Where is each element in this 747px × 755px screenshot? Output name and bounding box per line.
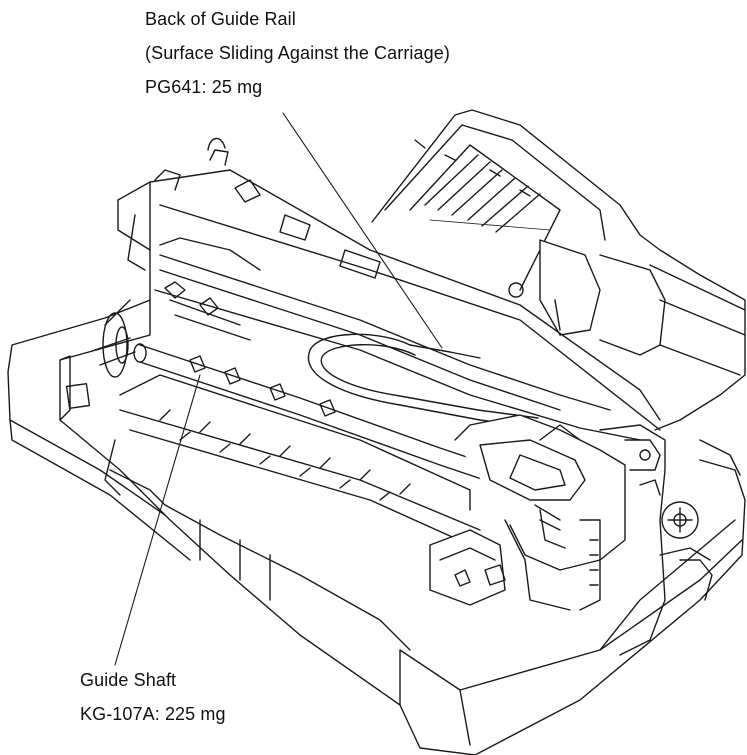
callout-guide-shaft-lubricant: KG-107A: 225 mg bbox=[80, 704, 226, 724]
callout-guide-shaft-title: Guide Shaft bbox=[80, 670, 177, 690]
guide-rail-assembly bbox=[117, 137, 661, 441]
ribbon-cable bbox=[307, 333, 541, 429]
leader-line-guide-shaft bbox=[114, 374, 201, 666]
callout-guide-rail-lubricant: PG641: 25 mg bbox=[145, 77, 263, 97]
platen-ribs bbox=[104, 355, 481, 651]
callout-guide-shaft: Guide Shaft KG-107A: 225 mg bbox=[80, 663, 226, 731]
leader-line-guide-rail bbox=[282, 112, 443, 349]
base-housing bbox=[7, 299, 746, 755]
callout-guide-rail: Back of Guide Rail (Surface Sliding Agai… bbox=[145, 2, 450, 104]
feed-roller bbox=[102, 299, 131, 378]
callout-guide-rail-subtitle: (Surface Sliding Against the Carriage) bbox=[145, 43, 450, 63]
callout-guide-rail-title: Back of Guide Rail bbox=[145, 9, 296, 29]
leader-lines bbox=[114, 112, 443, 666]
side-frame-gears bbox=[579, 424, 741, 656]
carriage bbox=[429, 414, 626, 611]
paper-support-cover bbox=[371, 109, 746, 431]
